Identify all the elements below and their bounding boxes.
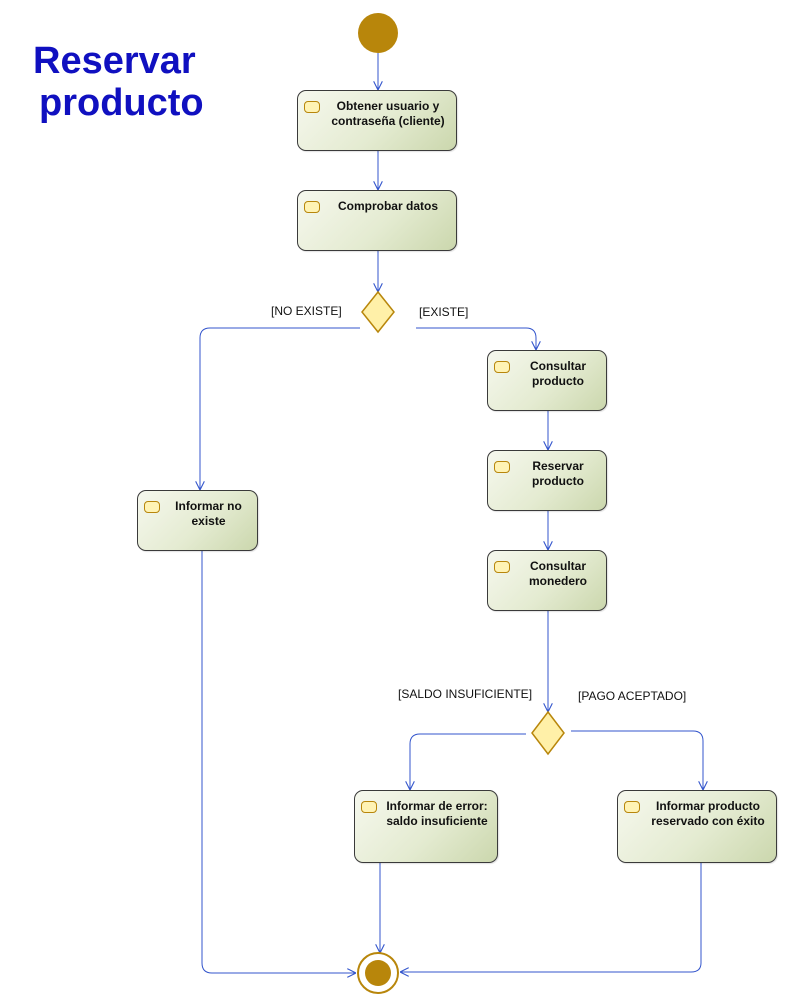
action-icon (304, 201, 320, 213)
action-icon (361, 801, 377, 813)
decision-node-existe (361, 290, 395, 334)
action-comprobar-datos[interactable]: Comprobar datos (297, 190, 457, 251)
action-icon (494, 361, 510, 373)
action-label: Comprobar datos (337, 199, 438, 213)
action-reservar-producto[interactable]: Reservar producto (487, 450, 607, 511)
edge-informar-no-existe-to-end (201, 551, 356, 973)
action-icon (494, 561, 510, 573)
decision-node-saldo (531, 710, 565, 756)
action-obtener-usuario[interactable]: Obtener usuario y contraseña (cliente) (297, 90, 457, 151)
action-label: Informar producto reservado con éxito (651, 799, 765, 828)
action-informar-no-existe[interactable]: Informar no existe (137, 490, 258, 551)
edge-decision-1-to-consultar-producto (416, 327, 536, 350)
edge-decision-2-to-informar-error (410, 733, 526, 790)
edge-informar-exito-to-end (400, 863, 702, 972)
action-icon (304, 101, 320, 113)
action-label: Consultar producto (529, 359, 586, 388)
action-icon (494, 461, 510, 473)
action-label: Obtener usuario y contraseña (cliente) (331, 99, 445, 128)
action-label: Consultar monedero (528, 559, 587, 588)
action-icon (144, 501, 160, 513)
action-consultar-monedero[interactable]: Consultar monedero (487, 550, 607, 611)
action-label: Informar de error: saldo insuficiente (386, 799, 488, 828)
action-informar-exito[interactable]: Informar producto reservado con éxito (617, 790, 777, 863)
guard-saldo-insuficiente: [SALDO INSUFICIENTE] (398, 687, 533, 701)
action-label: Reservar producto (532, 459, 584, 488)
guard-pago-aceptado: [PAGO ACEPTADO] (578, 689, 687, 703)
initial-node (358, 13, 398, 53)
edge-decision-1-to-informar-no-existe (200, 327, 360, 490)
final-node-core (365, 960, 391, 986)
guard-no-existe: [NO EXISTE] (271, 304, 342, 318)
title-line-2: producto (39, 82, 204, 124)
action-icon (624, 801, 640, 813)
action-informar-error[interactable]: Informar de error: saldo insuficiente (354, 790, 498, 863)
action-label: Informar no existe (175, 499, 242, 528)
title-line-1: Reservar (33, 40, 196, 82)
action-consultar-producto[interactable]: Consultar producto (487, 350, 607, 411)
guard-existe: [EXISTE] (419, 305, 469, 319)
edge-decision-2-to-informar-exito (571, 730, 703, 790)
